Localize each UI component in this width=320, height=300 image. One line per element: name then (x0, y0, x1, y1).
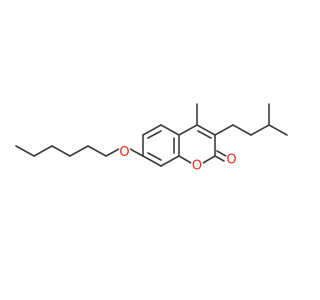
bond (202, 155, 216, 164)
bond (33, 145, 53, 157)
bond (178, 155, 192, 164)
bond (142, 155, 162, 167)
benzene-ring (142, 124, 180, 167)
bond (268, 124, 288, 136)
bond (15, 145, 35, 157)
bond (160, 124, 180, 136)
ring-oxygen-label: O (192, 159, 202, 174)
bond (214, 124, 234, 136)
label-background (225, 153, 238, 167)
bond (197, 130, 212, 139)
bond (147, 130, 162, 139)
pyranone-ring (178, 124, 216, 164)
bond (178, 124, 198, 136)
bond (216, 150, 227, 157)
bond (105, 148, 120, 157)
bond (51, 145, 71, 157)
atom-labels: O O O (118, 145, 238, 174)
chemical-structure: O O O (15, 103, 288, 174)
bond (232, 124, 252, 136)
bond (214, 155, 225, 162)
bond (69, 145, 89, 157)
hexyl-chain (15, 145, 144, 157)
bond (147, 152, 162, 161)
carbonyl-oxygen-label: O (226, 153, 236, 168)
bond (129, 148, 144, 157)
bond (250, 124, 270, 136)
bond (142, 124, 162, 136)
label-background (190, 159, 204, 173)
bond (87, 145, 107, 157)
isopentyl-chain (214, 103, 288, 136)
ether-oxygen-label: O (119, 145, 129, 160)
carbonyl-bond (214, 150, 227, 162)
bond (160, 155, 180, 167)
label-background (118, 146, 131, 159)
bond (196, 124, 216, 136)
